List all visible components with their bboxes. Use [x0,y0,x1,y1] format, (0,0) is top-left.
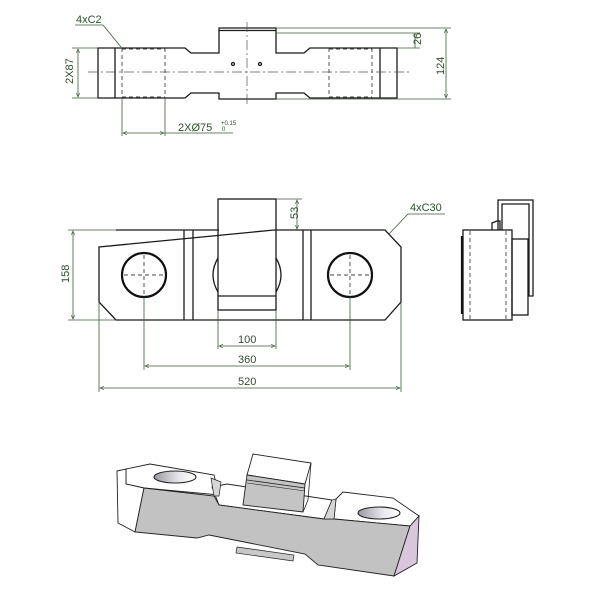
top-view: 2X87 2XØ75 +0.15 0 4xC2 26 124 [64,14,451,136]
dim-360: 360 [238,354,256,366]
dim-53: 53 [289,207,301,219]
dim-158: 158 [60,265,72,283]
dim-100: 100 [238,334,256,346]
front-view-body-outline [98,229,402,321]
front-view: 53 4xC30 158 100 360 520 [60,198,445,392]
dim-2x87: 2X87 [64,58,76,84]
top-view-body-outline [97,27,398,100]
tol-lower: 0 [222,127,226,133]
dim-124: 124 [435,57,447,75]
dim-hole-dia: 2XØ75 [178,122,212,134]
tol-upper: +0.15 [221,121,237,127]
small-hole-right [257,61,263,67]
iso-end-face [393,514,420,577]
dim-520: 520 [238,376,256,388]
label-4xc30: 4xC30 [410,202,442,214]
side-view [460,199,534,321]
label-4xc2: 4xC2 [76,14,102,26]
iso-hole-right [357,506,401,520]
iso-hole-left [153,470,197,484]
dim-26: 26 [412,33,424,45]
isometric-view [116,453,420,577]
bracket [217,198,277,311]
small-hole-left [230,61,236,67]
